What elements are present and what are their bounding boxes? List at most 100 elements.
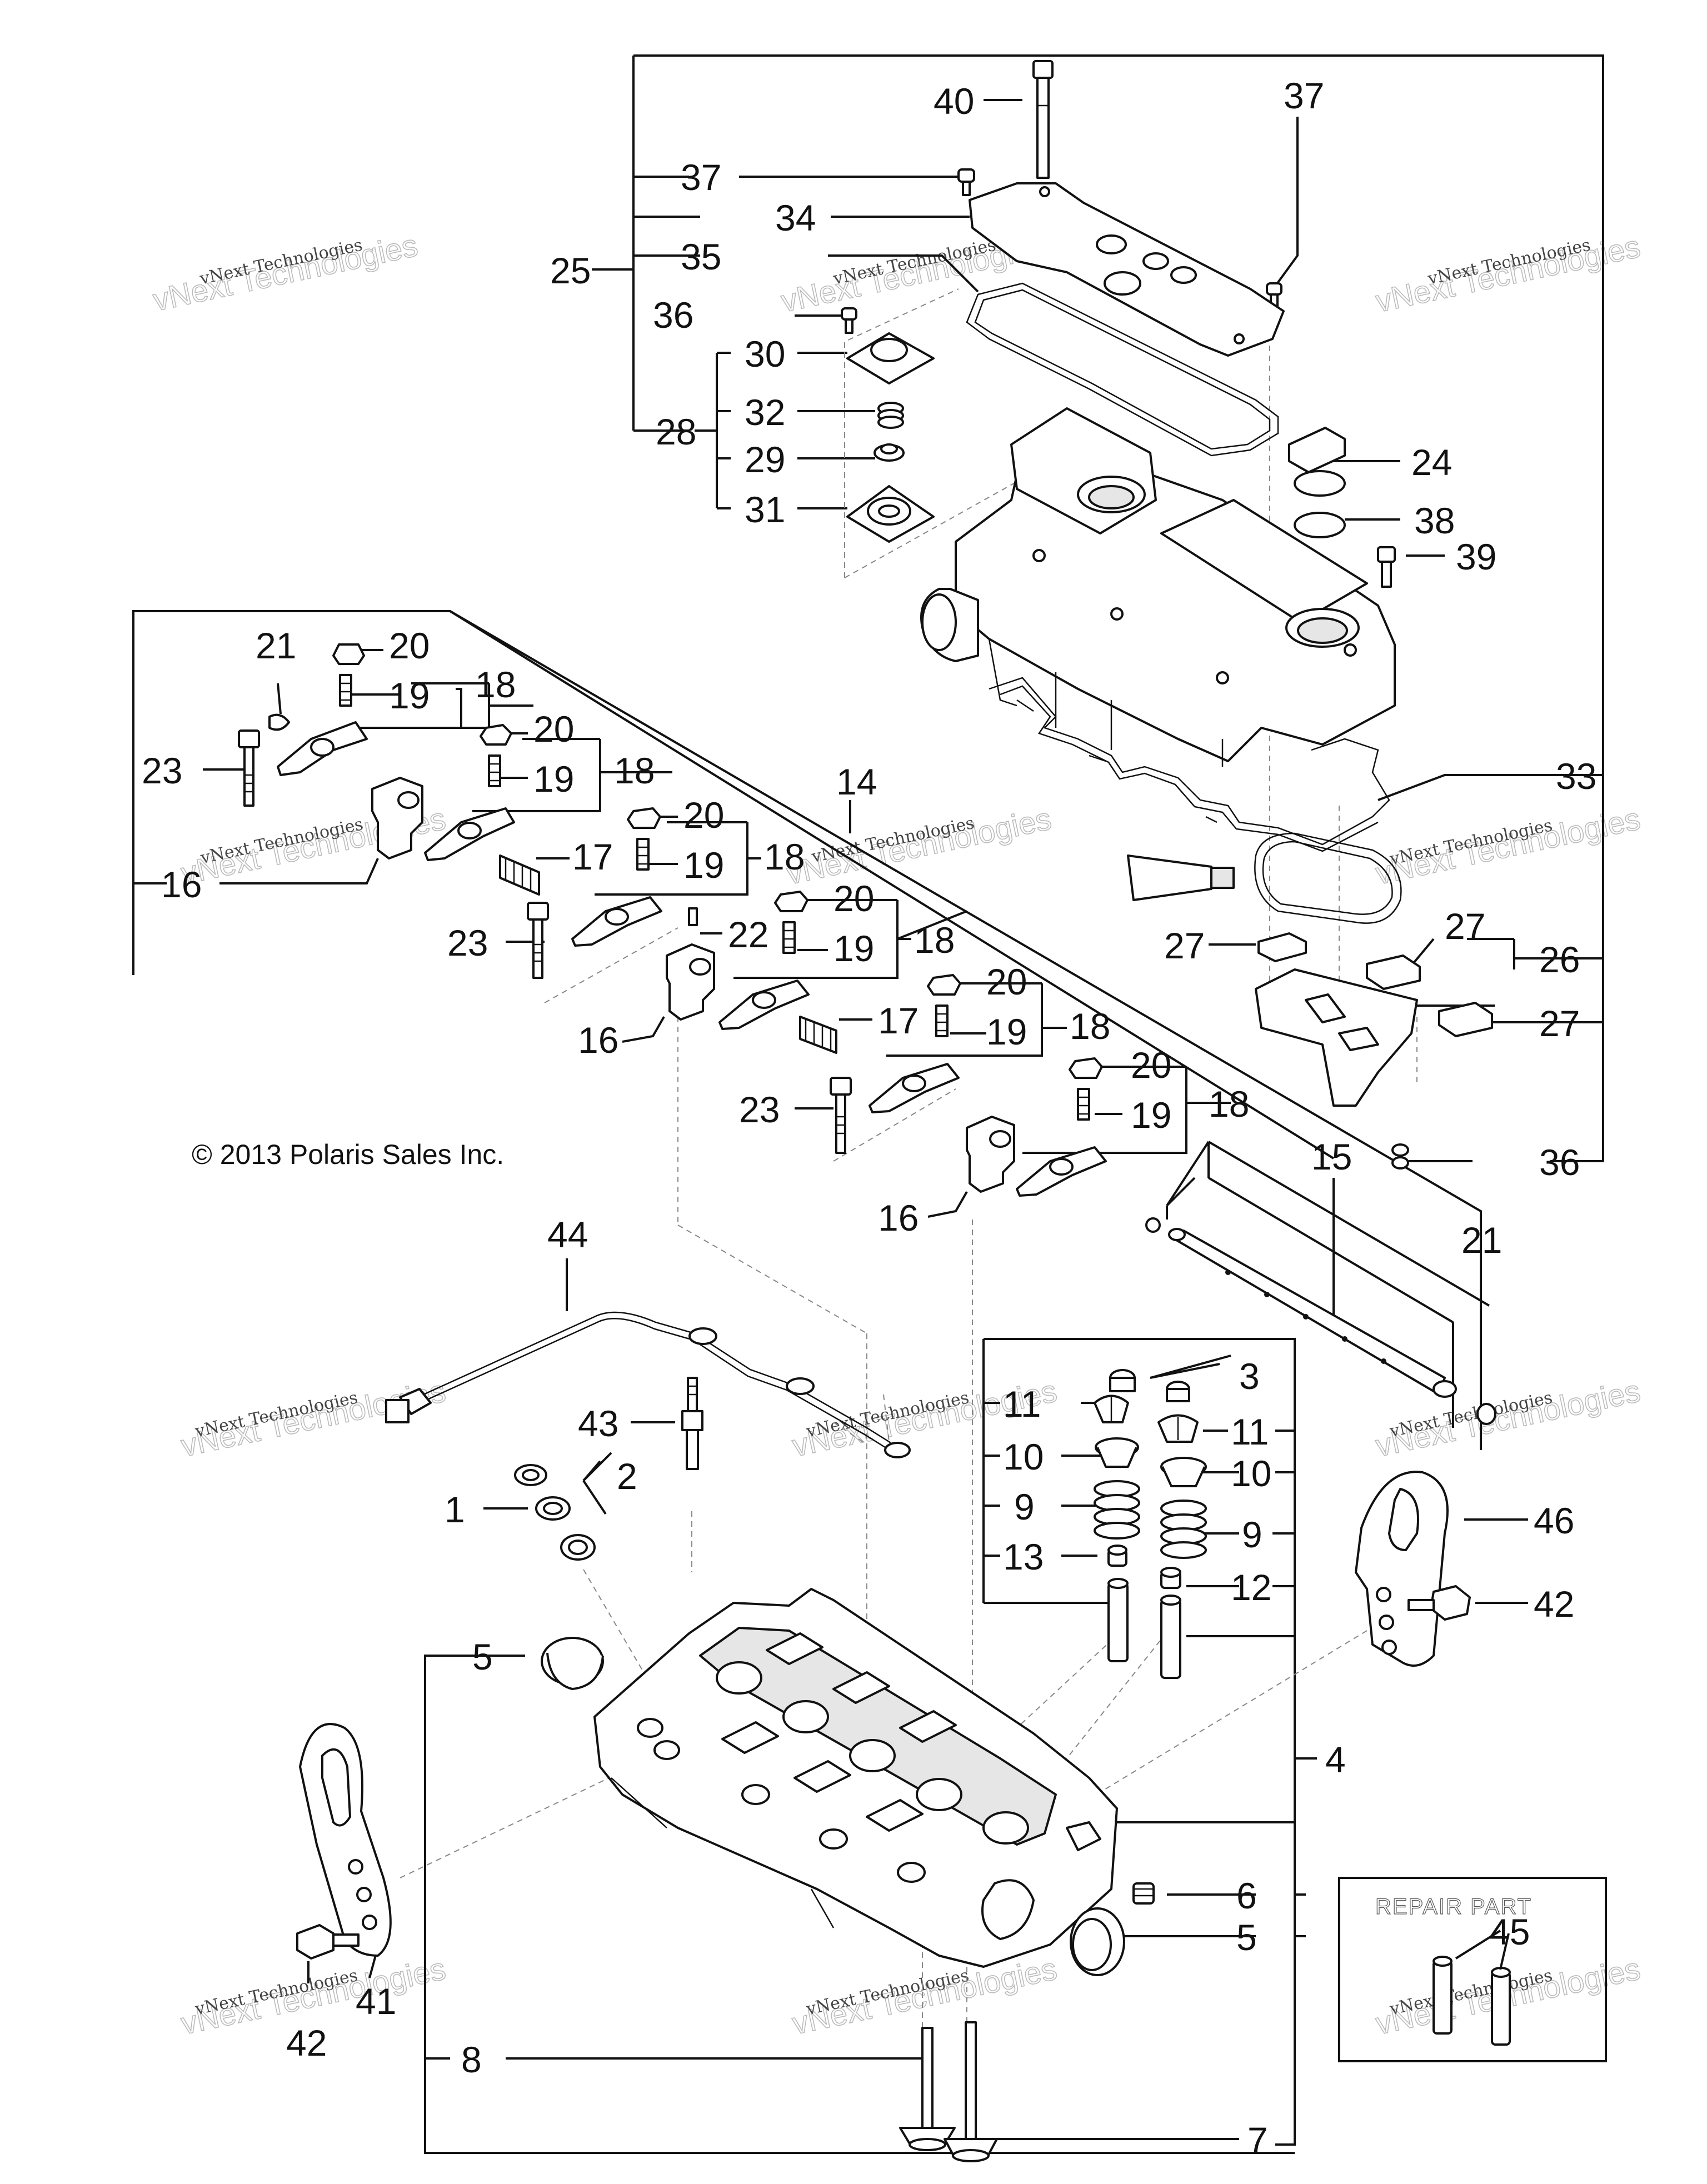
bolt-40 <box>1032 60 1054 179</box>
pad-27-a <box>1257 932 1307 962</box>
callout-23: 23 <box>142 750 182 791</box>
callout-19: 19 <box>986 1011 1027 1052</box>
clip-21 <box>1476 1403 1496 1425</box>
callout-20: 20 <box>986 961 1027 1002</box>
callout-36: 36 <box>1539 1142 1580 1183</box>
callout-45: 45 <box>1489 1911 1530 1952</box>
callout-4: 4 <box>1325 1739 1346 1780</box>
callout-17: 17 <box>572 836 613 877</box>
cover-plate-34 <box>969 182 1285 357</box>
callout-21: 21 <box>256 625 296 666</box>
repair-part-box <box>1338 1877 1607 2062</box>
callout-18: 18 <box>764 836 805 877</box>
breather-cover-30 <box>846 332 935 384</box>
sealant-tube <box>1127 854 1235 901</box>
leader-lines <box>132 54 1604 2154</box>
callout-19: 19 <box>1131 1095 1171 1136</box>
callout-18: 18 <box>614 750 655 791</box>
diaphragm-31 <box>846 485 935 543</box>
valve-8 <box>899 2027 956 2151</box>
oval-gasket <box>1254 832 1402 924</box>
callout-27: 27 <box>1539 1003 1580 1044</box>
oil-cap-24 <box>1288 427 1346 497</box>
callout-20: 20 <box>683 794 724 836</box>
callout-42: 42 <box>1534 1583 1574 1625</box>
callout-16: 16 <box>578 1019 618 1061</box>
valve-guide-45-b <box>1491 1967 1511 2046</box>
callout-20: 20 <box>1131 1044 1171 1086</box>
bolt-39 <box>1377 546 1396 588</box>
collet-11-b <box>1157 1414 1199 1443</box>
baffle-plate-26 <box>1255 968 1418 1107</box>
callout-29: 29 <box>745 439 785 480</box>
valve-spring-9-a <box>1094 1480 1140 1540</box>
rocker-arm-group-1 <box>238 643 423 859</box>
lifting-bracket-41 <box>299 1723 392 1957</box>
callout-30: 30 <box>745 333 785 374</box>
callout-11: 11 <box>1231 1411 1269 1452</box>
callout-19: 19 <box>533 758 574 799</box>
callout-16: 16 <box>161 864 202 905</box>
callout-20: 20 <box>533 708 574 749</box>
callout-27: 27 <box>1164 925 1205 966</box>
valve-guide-b <box>1160 1595 1181 1679</box>
plug-6 <box>1132 1882 1155 1905</box>
callout-9: 9 <box>1014 1486 1035 1527</box>
callout-37: 37 <box>681 157 721 198</box>
plate-29 <box>874 443 905 462</box>
callout-16: 16 <box>878 1197 919 1238</box>
callout-5: 5 <box>1236 1917 1257 1958</box>
bolt-42-right <box>1407 1585 1471 1621</box>
callout-13: 13 <box>1003 1536 1044 1577</box>
rocker-arm-group-3 <box>527 807 715 1021</box>
rocker-arm-group-5 <box>830 974 961 1154</box>
head-cover <box>920 407 1396 767</box>
washer-2-b <box>560 1534 596 1561</box>
retainer-10-a <box>1095 1437 1139 1468</box>
callout-20: 20 <box>833 878 874 919</box>
callout-18: 18 <box>914 919 955 961</box>
screw-36 <box>841 307 857 334</box>
callout-44: 44 <box>547 1214 588 1255</box>
callout-20: 20 <box>389 625 430 666</box>
washer-1 <box>535 1496 571 1521</box>
washer-2-a <box>514 1464 547 1486</box>
callout-22: 22 <box>728 914 768 955</box>
callout-10: 10 <box>1231 1453 1271 1494</box>
callout-32: 32 <box>745 392 785 433</box>
valve-spring-9-b <box>1160 1500 1207 1559</box>
callout-14: 14 <box>836 761 877 802</box>
callout-25: 25 <box>550 250 591 291</box>
callout-5: 5 <box>472 1636 493 1677</box>
callout-18: 18 <box>1070 1006 1110 1047</box>
valve-guide-a <box>1107 1578 1129 1662</box>
repair-part-label: REPAIR PART <box>1375 1895 1532 1919</box>
callout-35: 35 <box>681 236 721 277</box>
callout-11: 11 <box>1003 1383 1041 1425</box>
callout-24: 24 <box>1411 442 1452 483</box>
callout-19: 19 <box>833 928 874 969</box>
callout-19: 19 <box>683 844 724 886</box>
rocker-arm-group-2 <box>424 724 540 896</box>
o-ring-38 <box>1294 512 1346 538</box>
callout-41: 41 <box>356 1981 396 2022</box>
callout-18: 18 <box>475 664 516 705</box>
callout-18: 18 <box>1209 1083 1249 1125</box>
callout-39: 39 <box>1456 536 1496 577</box>
gasket-33 <box>989 677 1390 852</box>
callout-7: 7 <box>1247 2120 1268 2161</box>
cup-plug-5-lower <box>1070 1907 1125 1976</box>
callout-46: 46 <box>1534 1500 1574 1541</box>
gasket-35 <box>966 282 1279 457</box>
valve-seal-13 <box>1107 1545 1127 1567</box>
callout-12: 12 <box>1231 1567 1271 1608</box>
glow-wire-44 <box>385 1311 911 1458</box>
callout-10: 10 <box>1003 1436 1044 1477</box>
screw-36-lower <box>1391 1143 1409 1170</box>
callout-33: 33 <box>1556 756 1596 797</box>
pad-27-c <box>1438 1002 1493 1037</box>
callout-40: 40 <box>934 81 974 122</box>
callout-1: 1 <box>445 1489 465 1530</box>
callout-17: 17 <box>878 1000 919 1041</box>
